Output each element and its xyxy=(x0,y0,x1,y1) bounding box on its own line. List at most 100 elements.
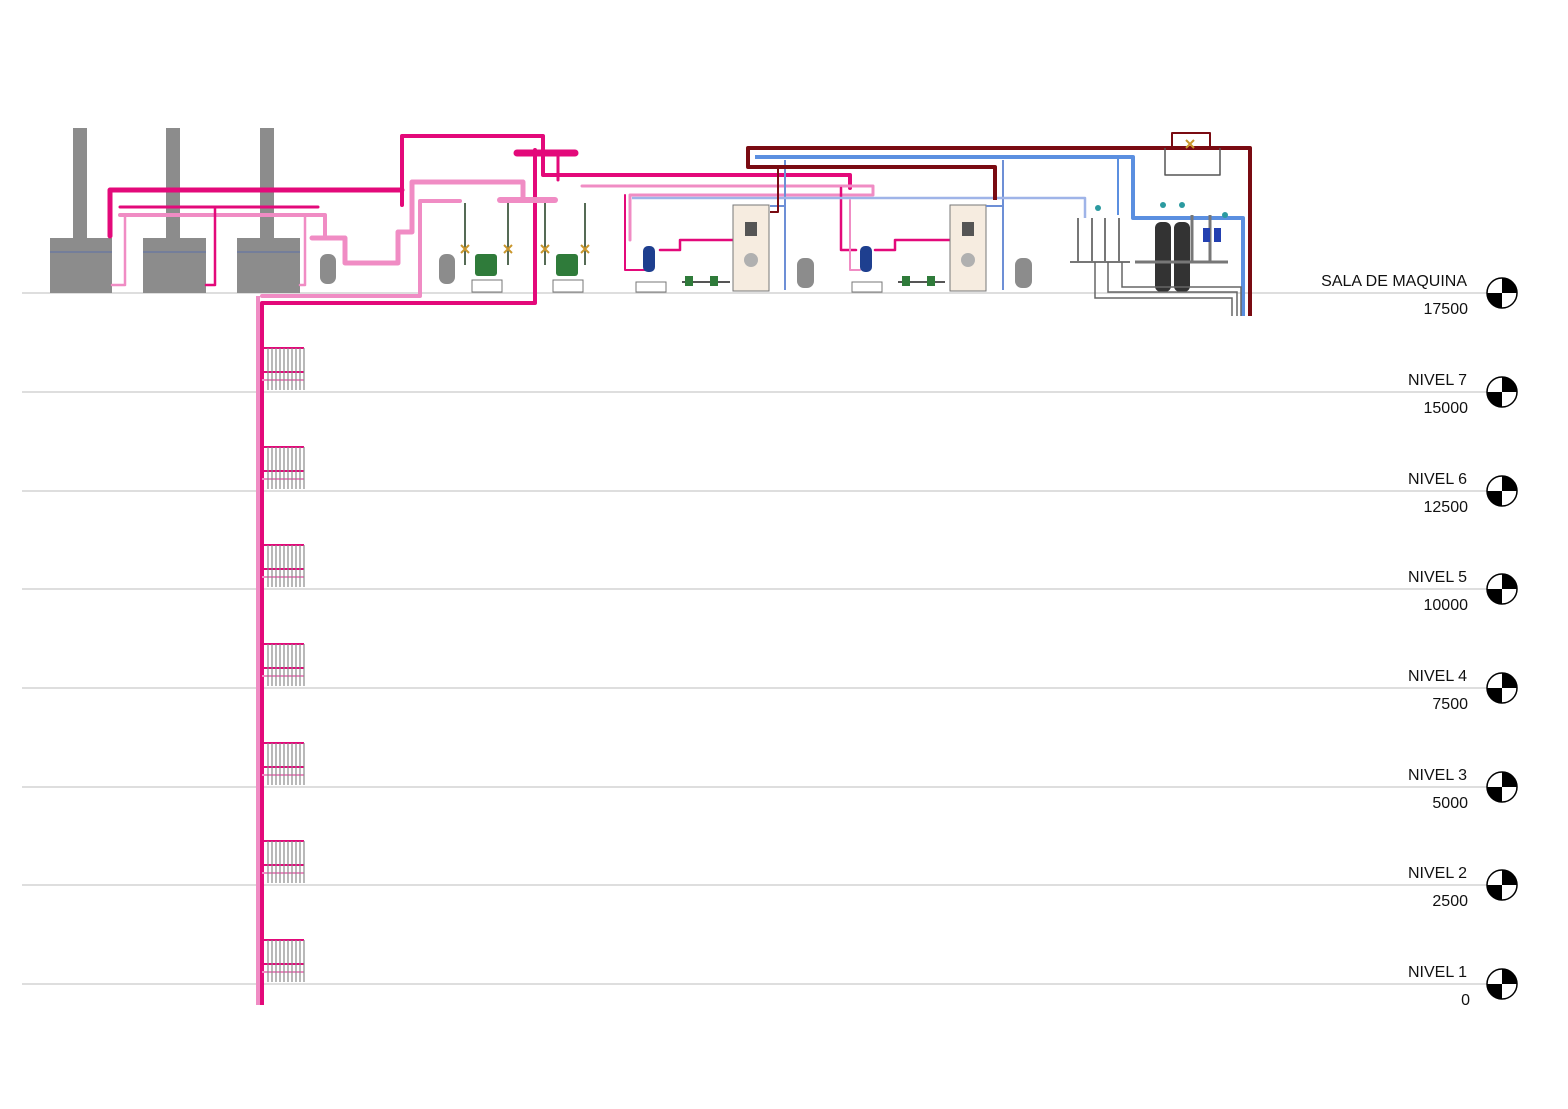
pressure-tank xyxy=(1155,222,1171,292)
floor-manifold xyxy=(262,742,305,785)
level-name: NIVEL 4 xyxy=(1408,668,1467,685)
cold-water-branch xyxy=(770,160,786,290)
valve-icon xyxy=(710,276,718,286)
riser xyxy=(256,296,264,1005)
floor-manifold xyxy=(262,939,305,982)
cold-water-piping xyxy=(632,155,1245,316)
water-heater xyxy=(949,204,987,292)
pump-base xyxy=(552,279,584,293)
hot-return-line xyxy=(849,199,861,271)
hot-return-line xyxy=(580,184,875,242)
pump-base xyxy=(471,279,503,293)
valve-icon xyxy=(1214,228,1221,242)
mixing-valve-icon xyxy=(1185,139,1195,149)
level-1: NIVEL 7 15000 xyxy=(22,372,1518,417)
level-elevation: 5000 xyxy=(1432,795,1468,812)
level-4: NIVEL 4 7500 xyxy=(22,668,1518,713)
chimney xyxy=(260,128,274,240)
level-0: SALA DE MAQUINA 17500 xyxy=(22,273,1518,318)
water-heater xyxy=(732,204,770,292)
pressure-switch-stack xyxy=(1077,218,1120,262)
level-elevation: 10000 xyxy=(1424,597,1469,614)
recirculation-piping xyxy=(746,132,1252,316)
filter-icon xyxy=(643,246,655,272)
chimney xyxy=(73,128,87,240)
floor-manifold xyxy=(262,840,305,883)
boiler xyxy=(50,238,112,293)
recirculation-branch xyxy=(770,167,779,213)
boiler-connection xyxy=(298,213,307,287)
pump-icon xyxy=(556,254,578,276)
floor-manifolds xyxy=(262,347,305,982)
level-elevation: 2500 xyxy=(1432,893,1468,910)
hot-return-line xyxy=(260,199,462,298)
level-2: NIVEL 6 12500 xyxy=(22,471,1518,516)
level-5: NIVEL 3 5000 xyxy=(22,767,1518,812)
valve-icon xyxy=(927,276,935,286)
level-marker-icon xyxy=(1486,869,1518,901)
level-elevation: 7500 xyxy=(1432,696,1468,713)
boiler-connection xyxy=(110,213,127,287)
level-elevation: 15000 xyxy=(1424,400,1469,417)
boiler-group xyxy=(50,128,300,293)
level-marker-icon xyxy=(1486,475,1518,507)
cold-water-branch xyxy=(632,196,1087,218)
mixing-valve xyxy=(1171,132,1211,150)
level-marker-icon xyxy=(1486,573,1518,605)
water-heater-gauge xyxy=(744,253,758,267)
valve-icon xyxy=(460,244,590,254)
water-heaters xyxy=(635,204,987,293)
level-marker-icon xyxy=(1486,376,1518,408)
gauge-icon xyxy=(1222,212,1228,218)
floor-manifold xyxy=(262,347,305,390)
water-heater-panel xyxy=(745,222,757,236)
hot-return-line xyxy=(624,194,648,271)
recirculation-branch xyxy=(1164,148,1221,176)
gauge-icon xyxy=(1160,202,1166,208)
boiler xyxy=(143,238,206,293)
cold-water-main xyxy=(755,155,1245,316)
level-name: SALA DE MAQUINA xyxy=(1321,273,1467,290)
level-name: NIVEL 6 xyxy=(1408,471,1467,488)
hot-water-piping xyxy=(107,134,952,305)
level-3: NIVEL 5 10000 xyxy=(22,569,1518,614)
cold-water-branch xyxy=(986,160,1004,290)
level-elevation: 12500 xyxy=(1424,499,1469,516)
gauge-icon xyxy=(1179,202,1185,208)
pump-base xyxy=(851,281,883,293)
level-marker-icon xyxy=(1486,968,1518,1000)
gauge-icon xyxy=(1095,205,1101,211)
level-name: NIVEL 3 xyxy=(1408,767,1467,784)
drain-line xyxy=(1094,262,1242,316)
floor-manifold xyxy=(262,643,305,686)
expansion-tank xyxy=(1015,258,1032,288)
expansion-tank xyxy=(797,258,814,288)
hot-supply-header xyxy=(107,187,405,239)
level-name: NIVEL 5 xyxy=(1408,569,1467,586)
floor-manifold xyxy=(262,446,305,489)
level-marker-icon xyxy=(1486,672,1518,704)
hot-supply-branch xyxy=(873,238,952,252)
level-elevation: 17500 xyxy=(1424,301,1469,318)
water-heater-panel xyxy=(962,222,974,236)
boiler-connection xyxy=(204,205,217,287)
valve-icon xyxy=(902,276,910,286)
level-name: NIVEL 1 xyxy=(1408,964,1467,981)
hydropneumatic-group xyxy=(1070,202,1242,316)
recirculation-main xyxy=(746,146,1252,316)
expansion-tank xyxy=(320,254,336,284)
expansion-tanks xyxy=(320,254,1032,288)
filter-icon xyxy=(860,246,872,272)
hot-supply-branch xyxy=(658,238,735,252)
floor-manifold xyxy=(262,544,305,587)
level-elevation: 0 xyxy=(1461,992,1470,1009)
hot-return-line xyxy=(309,179,526,266)
pump-pipe xyxy=(464,203,586,265)
chimney xyxy=(166,128,180,240)
pump-icon xyxy=(475,254,497,276)
level-name: NIVEL 2 xyxy=(1408,865,1467,882)
level-6: NIVEL 2 2500 xyxy=(22,865,1518,910)
valve-icon xyxy=(685,276,693,286)
valve-icon xyxy=(1203,228,1210,242)
